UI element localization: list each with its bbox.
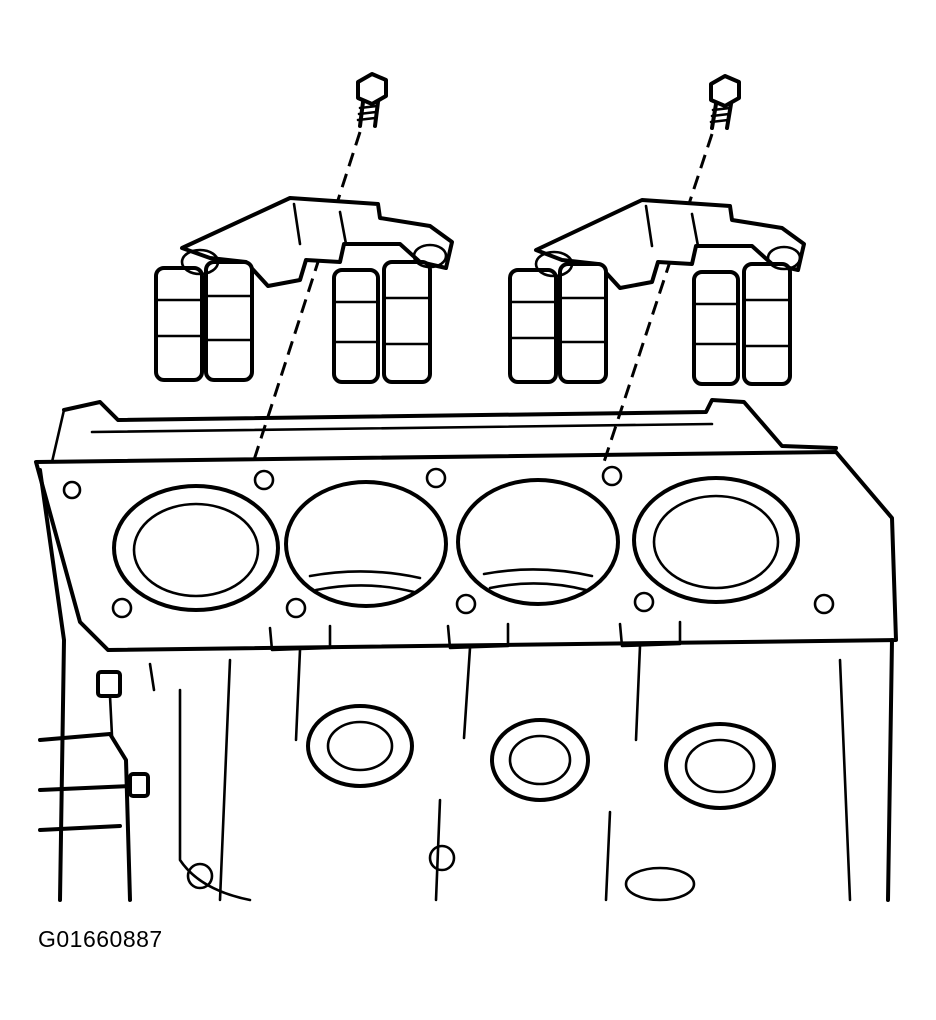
figure-code: G01660887: [38, 926, 163, 952]
cylinder-block-deck: [34, 398, 898, 652]
bolt-right: [709, 74, 741, 130]
alignment-line-right: [602, 133, 714, 463]
alignment-line-left: [252, 131, 362, 461]
cylinder-block-lower: [38, 468, 894, 902]
lifter-guide-left: [154, 196, 454, 384]
bolt-left: [356, 72, 388, 128]
lifter-guide-right: [508, 198, 806, 386]
